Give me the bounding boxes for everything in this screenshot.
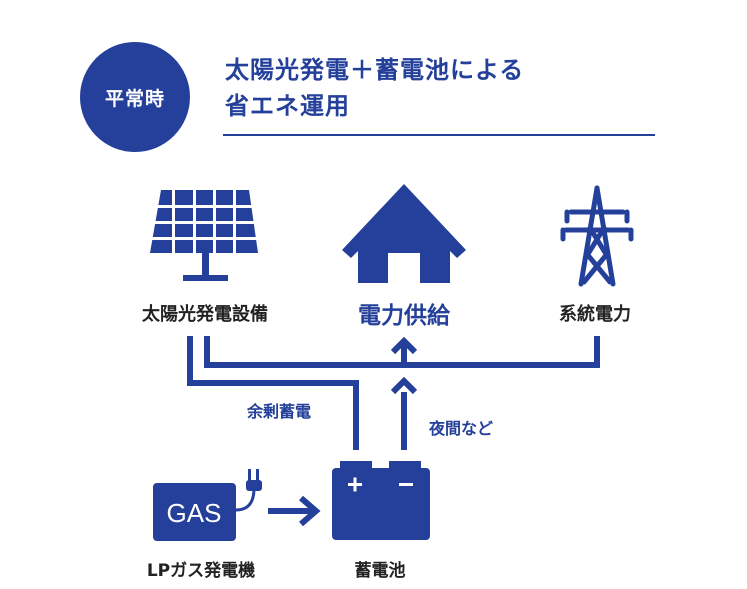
mode-badge: 平常時 xyxy=(80,42,190,152)
generator-to-battery-arrow xyxy=(268,495,321,527)
lp-generator-label: LPガス発電機 xyxy=(146,561,256,581)
battery-label: 蓄電池 xyxy=(354,561,406,581)
title-line-2: 省エネ運用 xyxy=(225,92,350,120)
supply-arrowhead xyxy=(390,336,418,355)
gas-generator-text: GAS xyxy=(167,498,222,528)
solar-to-battery-line xyxy=(187,336,359,450)
grid-label: 系統電力 xyxy=(559,304,631,325)
title-line-1: 太陽光発電＋蓄電池による xyxy=(225,56,525,84)
supply-label: 電力供給 xyxy=(358,303,450,329)
title-divider xyxy=(223,134,655,136)
house-icon xyxy=(342,184,466,283)
power-tower-icon xyxy=(560,185,634,287)
flow-lines xyxy=(187,336,600,450)
diagram-title: 太陽光発電＋蓄電池による 省エネ運用 xyxy=(225,52,524,124)
gas-generator-icon: GAS xyxy=(153,469,262,541)
night-label: 夜間など xyxy=(428,419,493,438)
solar-label: 太陽光発電設備 xyxy=(142,304,268,325)
mode-badge-label: 平常時 xyxy=(104,87,165,110)
solar-panel-icon xyxy=(150,190,260,281)
surplus-storage-label: 余剰蓄電 xyxy=(246,402,311,421)
battery-up-arrowhead xyxy=(390,376,418,395)
battery-icon xyxy=(332,461,430,540)
